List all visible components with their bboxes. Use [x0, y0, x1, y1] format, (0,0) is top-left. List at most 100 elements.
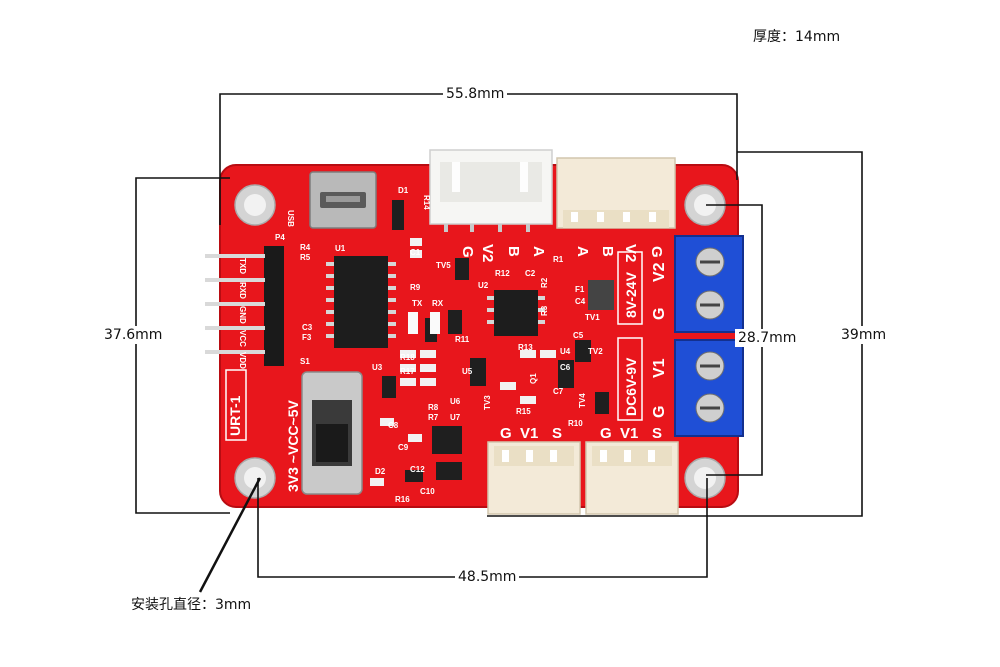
mounting-hole-bottom-left: [234, 457, 276, 499]
label-usb: USB: [286, 210, 295, 227]
connector-top-2: [556, 157, 676, 229]
label-r15: R15: [516, 407, 531, 416]
label-c1: C1: [410, 248, 421, 257]
conn-bot1-pin-3: S: [552, 425, 562, 442]
mounting-hole-top-right: [684, 184, 726, 226]
label-c5: C5: [573, 331, 584, 340]
label-c6: C6: [560, 363, 571, 372]
label-u1: U1: [335, 244, 346, 253]
label-r11: R11: [455, 335, 470, 344]
conn-top2-pin-4: G: [648, 246, 665, 258]
label-txd: TXD: [238, 258, 247, 274]
top-width-label: 55.8mm: [443, 85, 508, 103]
terminal-labels: V2 G V1 G: [651, 262, 668, 418]
label-c10: C10: [420, 487, 435, 496]
screw-terminal-v1: [674, 339, 744, 437]
mounting-hole-top-left: [234, 184, 276, 226]
label-c2: C2: [525, 269, 536, 278]
label-f1: F1: [575, 285, 585, 294]
conn-bot2-pin-1: G: [600, 425, 612, 442]
ic-u2: [487, 290, 545, 336]
conn-bot2-pin-2: V1: [620, 425, 638, 442]
connector-top2-labels: A B V2 G: [574, 244, 665, 262]
hole-diameter-label: 安装孔直径：3mm: [131, 597, 252, 613]
conn-top1-pin-1: G: [459, 246, 476, 258]
label-u3: U3: [372, 363, 383, 372]
label-d2: D2: [375, 467, 386, 476]
label-rx: RX: [432, 299, 444, 308]
label-gnd: GND: [238, 306, 247, 324]
label-r5: R5: [300, 253, 311, 262]
label-r18: R18: [400, 353, 415, 362]
label-tv5: TV5: [436, 261, 451, 270]
label-module: URT-1: [227, 395, 243, 436]
label-r4: R4: [300, 243, 311, 252]
label-tx: TX: [412, 299, 423, 308]
label-c8: C8: [388, 421, 399, 430]
connector-top1-labels: G V2 B A: [459, 244, 547, 262]
label-r3: R3: [540, 305, 549, 316]
connector-bottom-2: [585, 441, 679, 515]
label-r12: R12: [495, 269, 510, 278]
label-p4: P4: [275, 233, 285, 242]
label-c7: C7: [553, 387, 564, 396]
usb-connector: [309, 171, 377, 229]
leader-hole-diameter: [198, 477, 262, 593]
dim-left-height: [135, 177, 230, 514]
label-u6: U6: [450, 397, 461, 406]
label-c9: C9: [398, 443, 409, 452]
connector-top-1: [429, 149, 553, 232]
label-r8: R8: [428, 403, 439, 412]
label-u2: U2: [478, 281, 489, 290]
label-vcc: VCC: [238, 330, 247, 347]
term-v1-label-2: G: [651, 406, 668, 418]
label-tv4: TV4: [578, 393, 587, 408]
term-v2-label-2: G: [651, 308, 668, 320]
label-power-low: DC6V-9V: [623, 357, 639, 416]
bottom-spacing-label: 48.5mm: [455, 568, 520, 586]
conn-bot1-pin-2: V1: [520, 425, 538, 442]
label-r9: R9: [410, 283, 421, 292]
inductor-f1: [588, 280, 614, 310]
label-r13: R13: [518, 343, 533, 352]
label-voltage-select: 3V3 ~VCC~5V: [285, 400, 301, 492]
conn-top1-pin-3: B: [505, 246, 522, 257]
pin-header-p4: [205, 246, 284, 366]
connector-bottom-labels: G V1 S G V1 S: [500, 425, 662, 442]
label-r16: R16: [395, 495, 410, 504]
mounting-hole-bottom-right: [684, 457, 726, 499]
conn-top2-pin-1: A: [574, 246, 591, 257]
label-tv3: TV3: [483, 395, 492, 410]
slide-switch-s1: [301, 371, 363, 495]
label-r1: R1: [553, 255, 564, 264]
conn-bot1-pin-1: G: [500, 425, 512, 442]
label-power-high: 8V-24V: [623, 271, 639, 318]
label-r2: R2: [540, 277, 549, 288]
label-s1: S1: [300, 357, 310, 366]
conn-top2-pin-3: V2: [622, 244, 639, 262]
label-u5: U5: [462, 367, 473, 376]
right-outer-height-label: 39mm: [838, 326, 890, 344]
label-r10: R10: [568, 419, 583, 428]
term-v2-label-1: V2: [651, 262, 668, 282]
term-v1-label-1: V1: [651, 358, 668, 378]
label-vdd: VDD: [238, 352, 247, 369]
label-c12: C12: [410, 465, 425, 474]
left-height-label: 37.6mm: [101, 326, 166, 344]
label-tv2: TV2: [588, 347, 603, 356]
label-f3: F3: [302, 333, 312, 342]
connector-bottom-1: [487, 441, 581, 515]
label-rxd: RXD: [238, 282, 247, 299]
label-u4: U4: [560, 347, 571, 356]
label-u7: U7: [450, 413, 461, 422]
ic-u1: [326, 256, 396, 348]
conn-top1-pin-4: A: [530, 246, 547, 257]
right-inner-height-label: 28.7mm: [735, 329, 800, 347]
label-c4: C4: [575, 297, 586, 306]
screw-terminal-v2: [674, 235, 744, 333]
conn-bot2-pin-3: S: [652, 425, 662, 442]
label-tv1: TV1: [585, 313, 600, 322]
label-d1: D1: [398, 186, 409, 195]
label-r7: R7: [428, 413, 439, 422]
